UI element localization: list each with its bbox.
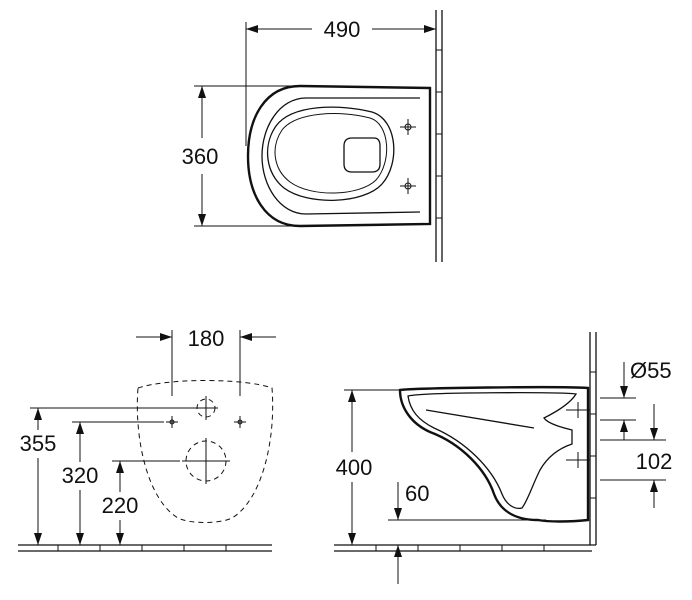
dimension-320 bbox=[72, 421, 164, 545]
fixing-spacing-label: 180 bbox=[188, 326, 225, 351]
dimension-490 bbox=[245, 22, 436, 146]
dimension-355 bbox=[30, 407, 196, 545]
dimension-220 bbox=[112, 460, 180, 545]
top-view-fixing-hole-upper bbox=[400, 119, 416, 135]
top-view-inner-rim bbox=[261, 97, 421, 215]
top-view-bowl-outline bbox=[246, 84, 432, 228]
top-view-wall bbox=[435, 10, 443, 262]
front-view: 180 355 320 220 bbox=[18, 326, 276, 552]
side-view-inlet-marks bbox=[566, 402, 590, 468]
side-view-bowl-outer bbox=[398, 385, 590, 523]
front-view-fixing-right bbox=[234, 416, 246, 428]
front-view-fixing-center bbox=[194, 396, 218, 420]
dimension-400 bbox=[344, 389, 400, 545]
top-view-waterway bbox=[343, 137, 381, 173]
width-label: 490 bbox=[324, 17, 361, 42]
top-view: 490 360 bbox=[182, 10, 443, 262]
side-view-floor bbox=[334, 544, 596, 552]
dimension-360 bbox=[194, 85, 300, 227]
top-view-fixing-hole-lower bbox=[400, 178, 416, 194]
top-view-seat-opening bbox=[266, 106, 395, 201]
depth-label: 360 bbox=[182, 144, 219, 169]
front-view-fixing-left bbox=[166, 416, 178, 428]
side-view-bowl-inner bbox=[407, 392, 578, 510]
dimension-102 bbox=[600, 404, 666, 508]
inlet-height-label: 320 bbox=[62, 463, 99, 488]
outlet-depth-label: 60 bbox=[405, 481, 429, 506]
front-view-bowl-outline bbox=[136, 380, 274, 523]
front-view-floor bbox=[18, 544, 272, 552]
dimension-60 bbox=[388, 482, 546, 584]
dimension-180 bbox=[136, 330, 276, 396]
inlet-diameter-label: Ø55 bbox=[630, 358, 672, 383]
inlet-offset-label: 102 bbox=[636, 449, 673, 474]
front-view-outlet bbox=[182, 438, 230, 484]
rim-height-label: 400 bbox=[336, 455, 373, 480]
top-view-seat-opening-inner bbox=[274, 113, 388, 194]
fixing-height-label: 355 bbox=[20, 431, 57, 456]
outlet-height-label: 220 bbox=[102, 493, 139, 518]
side-view-wall bbox=[589, 332, 597, 545]
side-view-seat bbox=[425, 409, 535, 429]
side-view: 400 60 Ø55 102 bbox=[334, 332, 672, 584]
dimension-diameter bbox=[600, 362, 636, 440]
